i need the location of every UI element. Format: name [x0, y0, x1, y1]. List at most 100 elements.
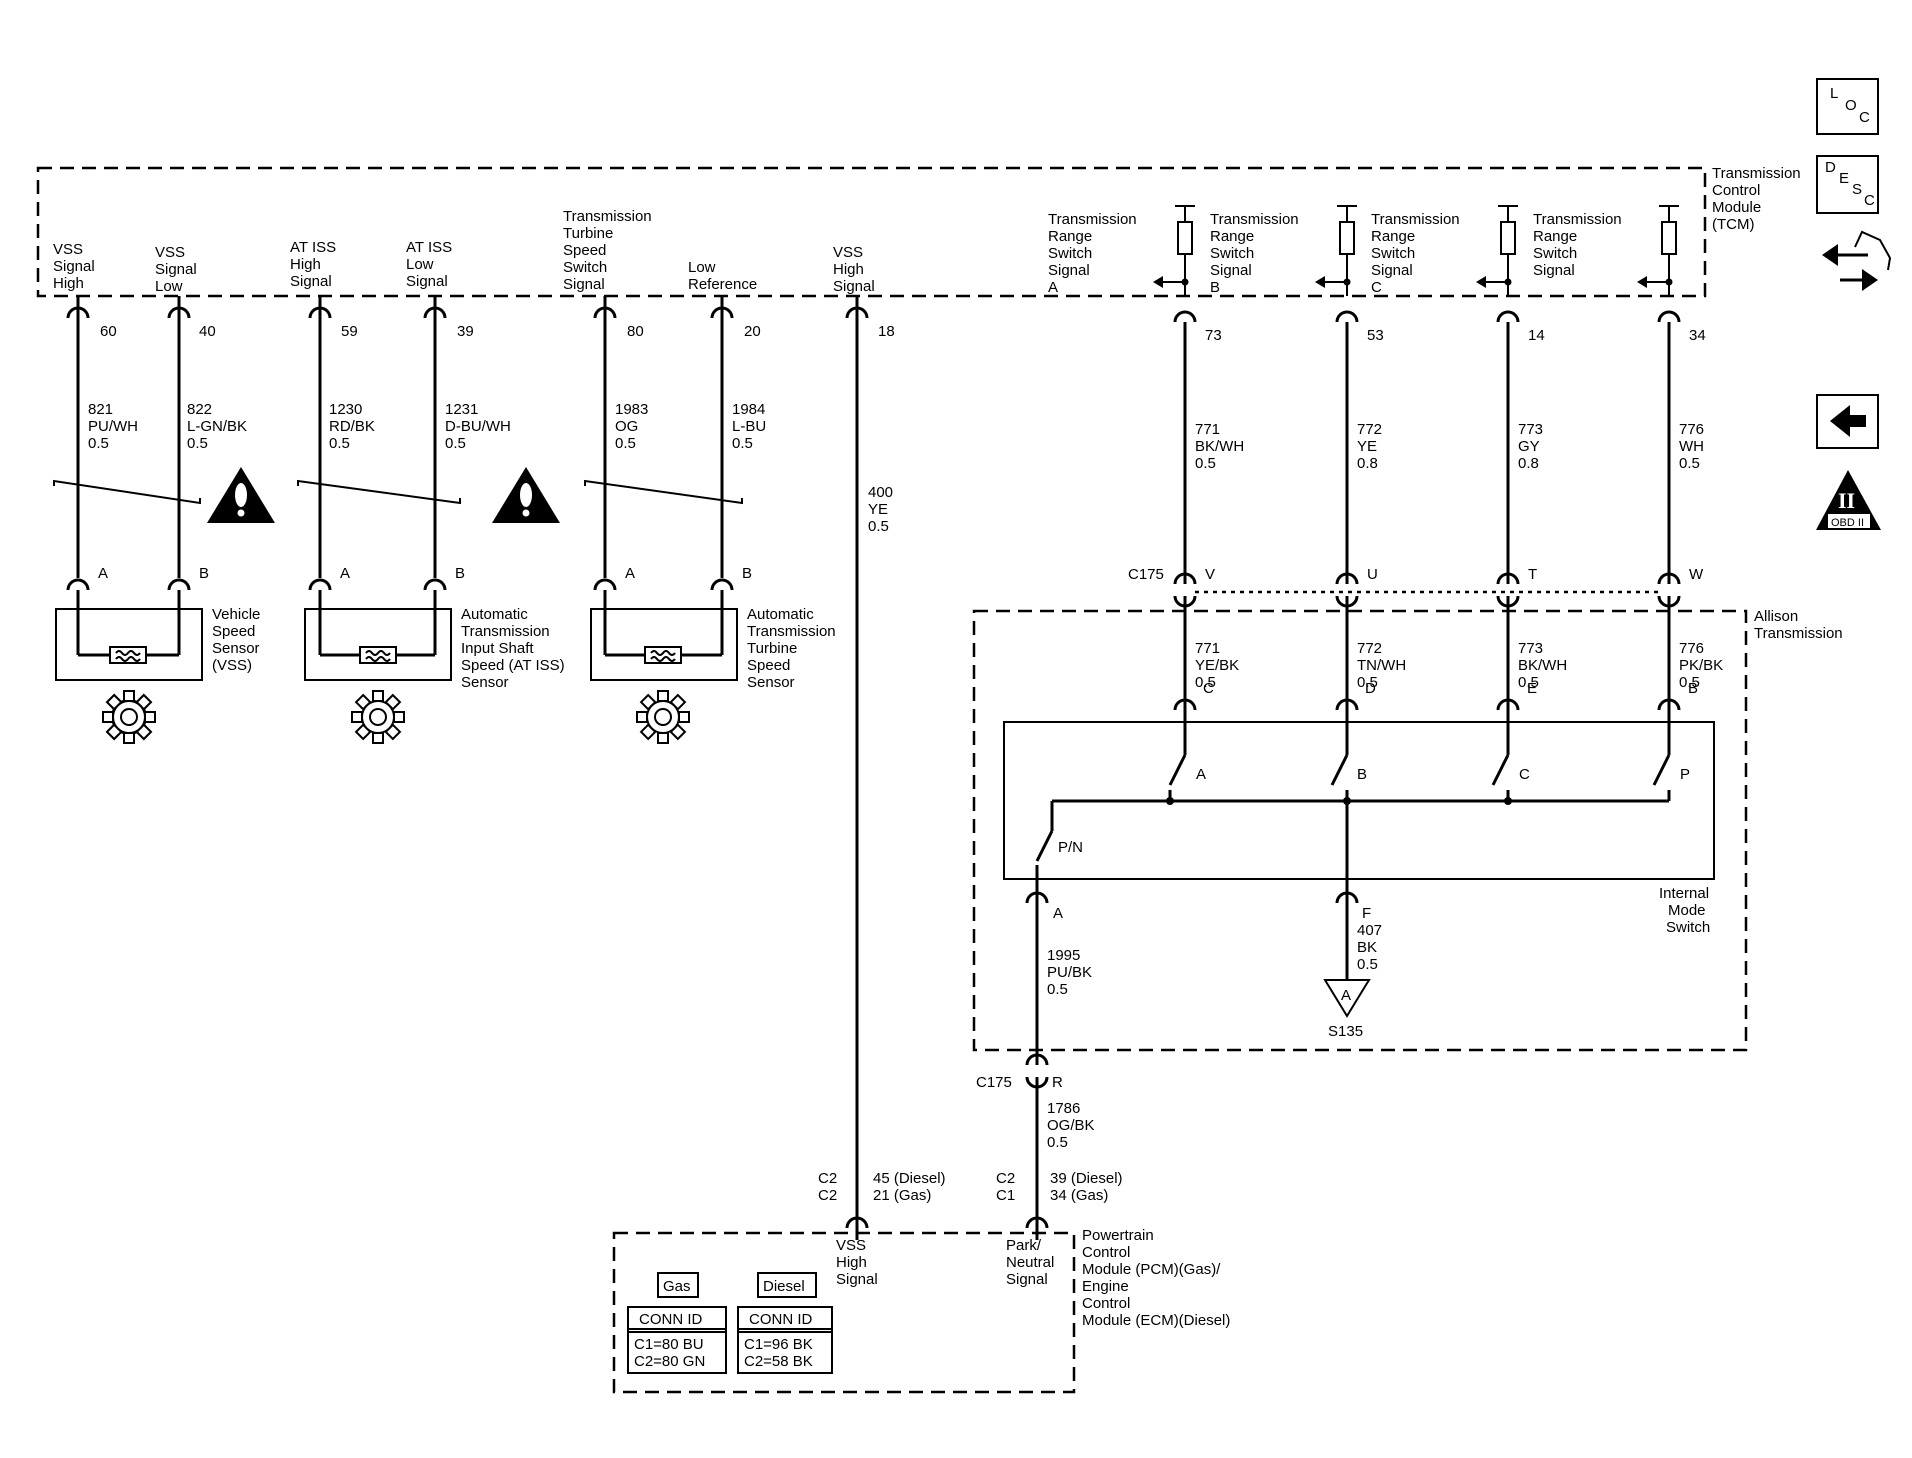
- svg-text:OG: OG: [615, 418, 638, 435]
- svg-text:U: U: [1367, 566, 1378, 583]
- svg-text:Neutral: Neutral: [1006, 1254, 1054, 1271]
- desc-icon[interactable]: D E S C: [1816, 155, 1879, 214]
- internal-mode-switch-box: [1003, 721, 1715, 880]
- svg-text:S135: S135: [1328, 1023, 1363, 1040]
- svg-text:A: A: [1048, 279, 1058, 296]
- svg-text:L-BU: L-BU: [732, 418, 766, 435]
- svg-text:Speed (AT ISS): Speed (AT ISS): [461, 657, 565, 674]
- svg-text:1231: 1231: [445, 401, 478, 418]
- svg-text:E: E: [1839, 170, 1849, 187]
- svg-text:Module (ECM)(Diesel): Module (ECM)(Diesel): [1082, 1312, 1230, 1329]
- svg-text:Range: Range: [1048, 228, 1092, 245]
- svg-text:776: 776: [1679, 421, 1704, 438]
- svg-text:Transmission: Transmission: [1210, 211, 1299, 228]
- loc-icon[interactable]: L O C: [1816, 78, 1879, 135]
- svg-text:Sensor: Sensor: [212, 640, 260, 657]
- caution-icon: [207, 467, 275, 523]
- svg-text:Turbine: Turbine: [747, 640, 797, 657]
- svg-text:D: D: [1825, 159, 1836, 176]
- svg-text:R: R: [1052, 1074, 1063, 1091]
- svg-text:53: 53: [1367, 327, 1384, 344]
- svg-text:BK: BK: [1357, 939, 1377, 956]
- svg-text:High: High: [833, 261, 864, 278]
- svg-text:771: 771: [1195, 421, 1220, 438]
- svg-text:39 (Diesel): 39 (Diesel): [1050, 1170, 1123, 1187]
- svg-text:D-BU/WH: D-BU/WH: [445, 418, 511, 435]
- svg-text:773: 773: [1518, 640, 1543, 657]
- svg-text:0.5: 0.5: [1679, 455, 1700, 472]
- svg-text:C2=80 GN: C2=80 GN: [634, 1353, 705, 1370]
- svg-text:40: 40: [199, 323, 216, 340]
- svg-text:A: A: [625, 565, 635, 582]
- tcm-range-labels: Transmission Range Switch Signal A Trans…: [1048, 211, 1622, 296]
- svg-text:Park/: Park/: [1006, 1237, 1042, 1254]
- svg-text:Signal: Signal: [1048, 262, 1090, 279]
- internal-switch-bottom-pins: A F 1995 PU/BK 0.5 407 BK 0.5 A S135: [1025, 891, 1382, 1065]
- svg-text:0.5: 0.5: [1047, 1134, 1068, 1151]
- svg-text:PU/BK: PU/BK: [1047, 964, 1092, 981]
- svg-text:Switch: Switch: [1533, 245, 1577, 262]
- svg-text:34: 34: [1689, 327, 1706, 344]
- svg-text:VSS: VSS: [53, 241, 83, 258]
- svg-text:C1=96 BK: C1=96 BK: [744, 1336, 813, 1353]
- c175-r-connector: C175 R 1786 OG/BK 0.5: [976, 1053, 1095, 1228]
- svg-text:0.5: 0.5: [1195, 674, 1216, 691]
- svg-text:VSS: VSS: [833, 244, 863, 261]
- svg-text:Engine: Engine: [1082, 1278, 1129, 1295]
- svg-text:P: P: [1680, 766, 1690, 783]
- svg-text:80: 80: [627, 323, 644, 340]
- svg-text:400: 400: [868, 484, 893, 501]
- svg-text:Reference: Reference: [688, 276, 757, 293]
- pcm-title: Powertrain Control Module (PCM)(Gas)/ En…: [1082, 1227, 1230, 1329]
- svg-text:20: 20: [744, 323, 761, 340]
- svg-text:A: A: [1196, 766, 1206, 783]
- svg-text:34 (Gas): 34 (Gas): [1050, 1187, 1108, 1204]
- svg-text:C: C: [1859, 109, 1870, 126]
- svg-text:0.5: 0.5: [1518, 674, 1539, 691]
- svg-text:(TCM): (TCM): [1712, 216, 1754, 233]
- svg-text:0.8: 0.8: [1357, 455, 1378, 472]
- svg-text:Signal: Signal: [406, 273, 448, 290]
- svg-text:0.5: 0.5: [868, 518, 889, 535]
- svg-text:Speed: Speed: [563, 242, 606, 259]
- svg-text:Low: Low: [406, 256, 434, 273]
- svg-text:60: 60: [100, 323, 117, 340]
- svg-text:Vehicle: Vehicle: [212, 606, 260, 623]
- svg-text:Automatic: Automatic: [747, 606, 814, 623]
- svg-text:B: B: [1357, 766, 1367, 783]
- svg-text:0.8: 0.8: [1518, 455, 1539, 472]
- svg-text:Transmission: Transmission: [1371, 211, 1460, 228]
- svg-text:1230: 1230: [329, 401, 362, 418]
- svg-text:Range: Range: [1371, 228, 1415, 245]
- at-iss-sensor: A B Automatic Transmission Input Shaft S…: [304, 565, 565, 691]
- svg-text:BK/WH: BK/WH: [1518, 657, 1567, 674]
- schematic-swap-icon[interactable]: [1822, 230, 1892, 291]
- svg-text:B: B: [1688, 680, 1698, 697]
- svg-text:407: 407: [1357, 922, 1382, 939]
- allison-connector-pins: C D E B: [1173, 680, 1698, 711]
- svg-text:1983: 1983: [615, 401, 648, 418]
- back-arrow-icon[interactable]: [1816, 394, 1879, 449]
- pcm-connectors: C2 C2 45 (Diesel) 21 (Gas) C2 C1 39 (Die…: [818, 1170, 1123, 1288]
- svg-text:OG/BK: OG/BK: [1047, 1117, 1095, 1134]
- svg-text:772: 772: [1357, 640, 1382, 657]
- svg-text:Control: Control: [1082, 1295, 1130, 1312]
- svg-text:Transmission: Transmission: [461, 623, 550, 640]
- tcm-signal-labels: VSS Signal High VSS Signal Low AT ISS Hi…: [53, 208, 875, 295]
- svg-text:E: E: [1527, 680, 1537, 697]
- svg-text:Transmission: Transmission: [563, 208, 652, 225]
- svg-text:Signal: Signal: [563, 276, 605, 293]
- svg-text:0.5: 0.5: [88, 435, 109, 452]
- svg-text:C175: C175: [976, 1074, 1012, 1091]
- svg-text:14: 14: [1528, 327, 1545, 344]
- svg-text:C1=80 BU: C1=80 BU: [634, 1336, 704, 1353]
- svg-text:A: A: [1341, 987, 1351, 1004]
- svg-text:B: B: [742, 565, 752, 582]
- svg-text:1786: 1786: [1047, 1100, 1080, 1117]
- svg-text:B: B: [455, 565, 465, 582]
- vss-sensor: A B Vehicle Speed Sensor (VSS): [55, 565, 260, 681]
- svg-text:Signal: Signal: [836, 1271, 878, 1288]
- svg-text:C: C: [1519, 766, 1530, 783]
- svg-text:BK/WH: BK/WH: [1195, 438, 1244, 455]
- svg-text:C2: C2: [996, 1170, 1015, 1187]
